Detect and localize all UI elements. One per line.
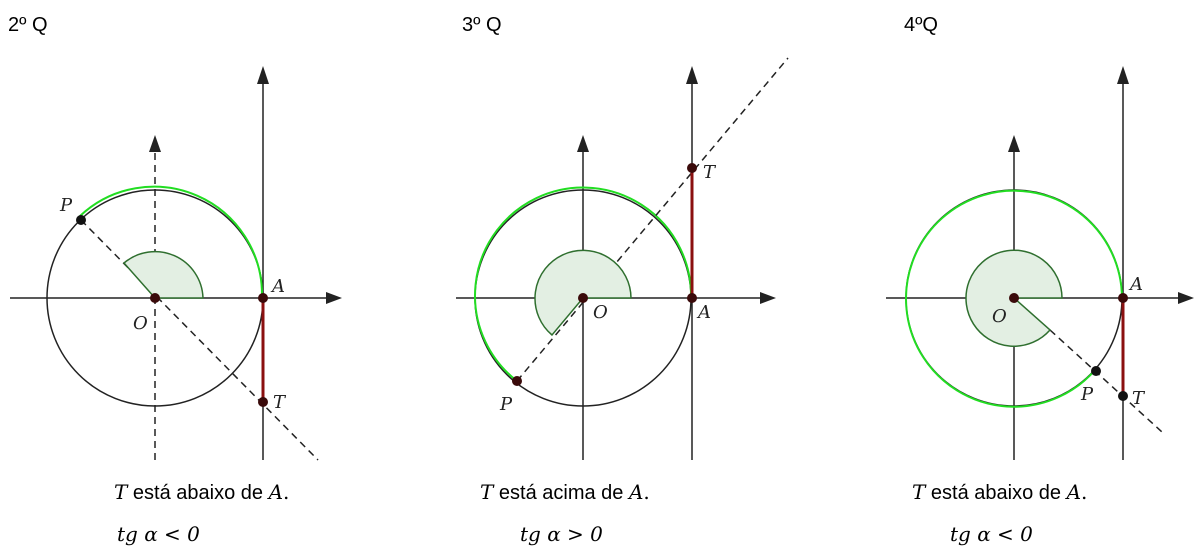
label-p: P — [1080, 384, 1094, 405]
quadrant-title: 4ºQ — [904, 14, 938, 36]
caption: T está abaixo de A. — [912, 480, 1087, 505]
label-a: A — [696, 302, 711, 323]
y-axis-arrow — [577, 135, 589, 152]
caption-end: . — [283, 480, 290, 504]
caption-text: está abaixo de — [127, 482, 269, 504]
label-o: O — [593, 302, 608, 323]
label-t: T — [703, 162, 717, 183]
diagram-4q: P O A T — [886, 66, 1194, 460]
caption-a: A — [268, 480, 284, 504]
tangent-axis-arrow — [1117, 66, 1129, 84]
point-a — [687, 293, 697, 303]
caption-a: A — [628, 480, 644, 504]
label-a: A — [1128, 274, 1143, 295]
angle-alpha — [534, 249, 632, 337]
caption-t: T — [480, 480, 494, 504]
y-axis-arrow — [1008, 135, 1020, 152]
label-t: T — [273, 392, 287, 413]
x-axis-arrow — [760, 292, 776, 304]
point-a — [258, 293, 268, 303]
caption-t: T — [912, 480, 926, 504]
line-po-t — [516, 57, 789, 382]
x-axis-arrow — [326, 292, 342, 304]
inequality: tg α < 0 — [950, 522, 1033, 546]
caption-text: está acima de — [493, 482, 629, 504]
angle-alpha — [122, 250, 204, 299]
diagram-3q: P O A T — [456, 57, 789, 460]
point-t — [1118, 391, 1128, 401]
diagram-2q: P O A T — [10, 66, 342, 461]
point-o — [1009, 293, 1019, 303]
point-o — [150, 293, 160, 303]
point-p — [1091, 366, 1101, 376]
panel-4q: 4ºQ P O A T T está abaixo de A. tg α < 0 — [800, 0, 1197, 552]
point-p — [76, 215, 86, 225]
inequality: tg α < 0 — [117, 522, 200, 546]
caption-end: . — [643, 480, 650, 504]
quadrant-title: 2º Q — [8, 14, 48, 36]
inequality: tg α > 0 — [520, 522, 603, 546]
line-po-t — [80, 219, 319, 461]
panel-3q: 3º Q P O A T T está acima de A. tg α > 0 — [400, 0, 800, 552]
point-o — [578, 293, 588, 303]
panel-2q: 2º Q P O A T T está abaixo de A. tg α < … — [0, 0, 400, 552]
point-t — [687, 163, 697, 173]
label-p: P — [59, 195, 73, 216]
caption-end: . — [1081, 480, 1088, 504]
arc-alpha — [79, 185, 264, 297]
quadrant-title: 3º Q — [462, 14, 502, 36]
label-o: O — [992, 306, 1007, 327]
tangent-axis-arrow — [257, 66, 269, 84]
label-p: P — [499, 394, 513, 415]
caption-text: está abaixo de — [925, 482, 1067, 504]
x-axis-arrow — [1178, 292, 1194, 304]
tangent-axis-arrow — [686, 66, 698, 84]
label-o: O — [133, 313, 148, 334]
point-a — [1118, 293, 1128, 303]
point-p — [512, 376, 522, 386]
caption-a: A — [1066, 480, 1082, 504]
y-axis-arrow — [149, 135, 161, 152]
point-t — [258, 397, 268, 407]
caption: T está abaixo de A. — [114, 480, 289, 505]
arc-alpha — [474, 186, 693, 382]
label-t: T — [1132, 388, 1146, 409]
label-a: A — [270, 276, 285, 297]
arc-alpha — [905, 189, 1123, 408]
caption: T está acima de A. — [480, 480, 650, 505]
line-po-t — [1049, 329, 1163, 433]
caption-t: T — [114, 480, 128, 504]
